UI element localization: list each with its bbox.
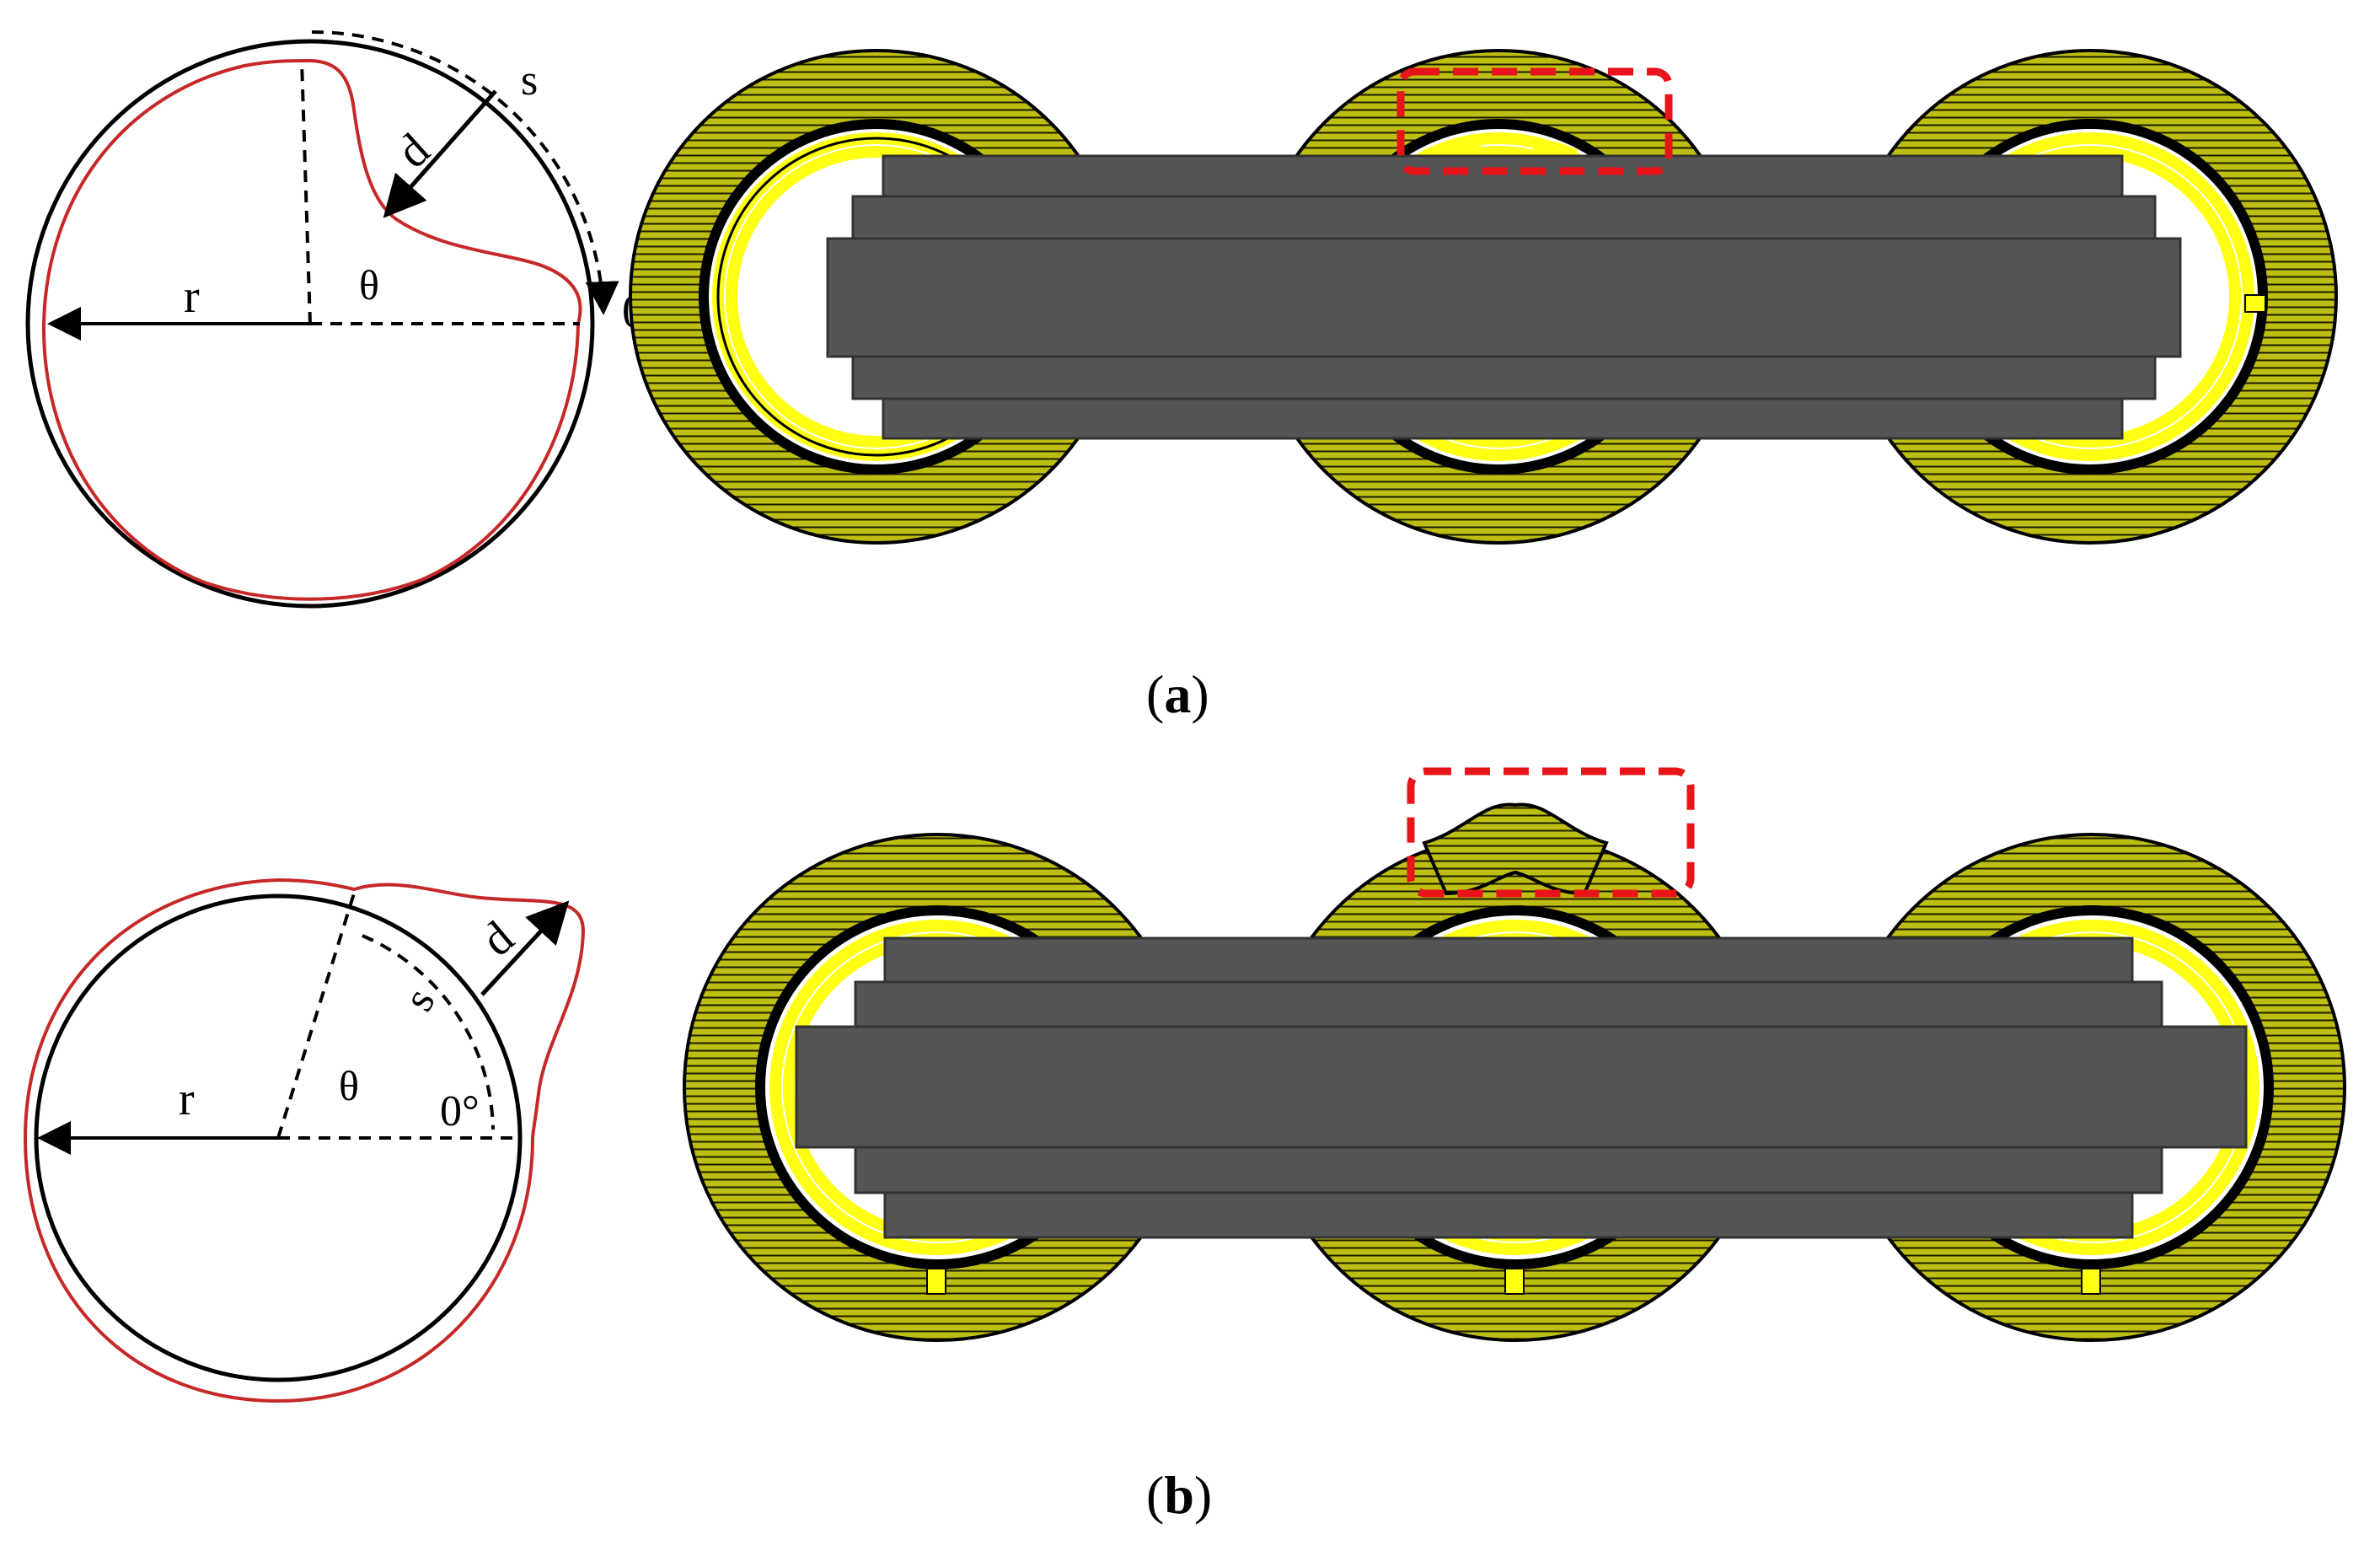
caption-a: (a) — [1146, 664, 1209, 724]
label-d: d — [387, 124, 439, 179]
core-a — [826, 154, 2182, 440]
depth-arrow — [383, 89, 497, 218]
reference-circle — [34, 894, 523, 1382]
arc-length-dashed-arc — [362, 934, 495, 1130]
outward-bulge — [1422, 802, 1609, 896]
svg-text:(a): (a) — [1146, 664, 1209, 724]
core-b — [795, 937, 2248, 1239]
label-s: s — [521, 56, 538, 105]
depth-arrow — [480, 900, 570, 996]
reference-dashed-vertical — [300, 60, 312, 325]
label-angle0: 0° — [440, 1087, 480, 1135]
reference-circle — [25, 39, 595, 609]
highlight-box-a — [1396, 67, 1673, 175]
label-r: r — [184, 271, 200, 323]
label-r: r — [179, 1073, 195, 1125]
panel-a: r θ d s 0° — [25, 30, 2338, 724]
reference-dashed-radial — [276, 893, 356, 1139]
label-theta: θ — [339, 1062, 359, 1109]
transformer-a — [629, 49, 2338, 545]
label-s: s — [394, 980, 444, 1019]
schematic-b: r θ d s 0° — [23, 877, 586, 1403]
schematic-a: r θ d s 0° — [25, 30, 664, 609]
svg-text:(b): (b) — [1146, 1465, 1212, 1525]
label-theta: θ — [359, 261, 379, 309]
caption-b: (b) — [1146, 1465, 1212, 1525]
deformed-winding-outline — [41, 58, 582, 601]
panel-b: r θ d s 0° — [23, 767, 2346, 1525]
highlight-box-b — [1407, 767, 1695, 898]
transformer-b — [683, 767, 2346, 1342]
arc-length-dashed-arc — [311, 30, 619, 315]
